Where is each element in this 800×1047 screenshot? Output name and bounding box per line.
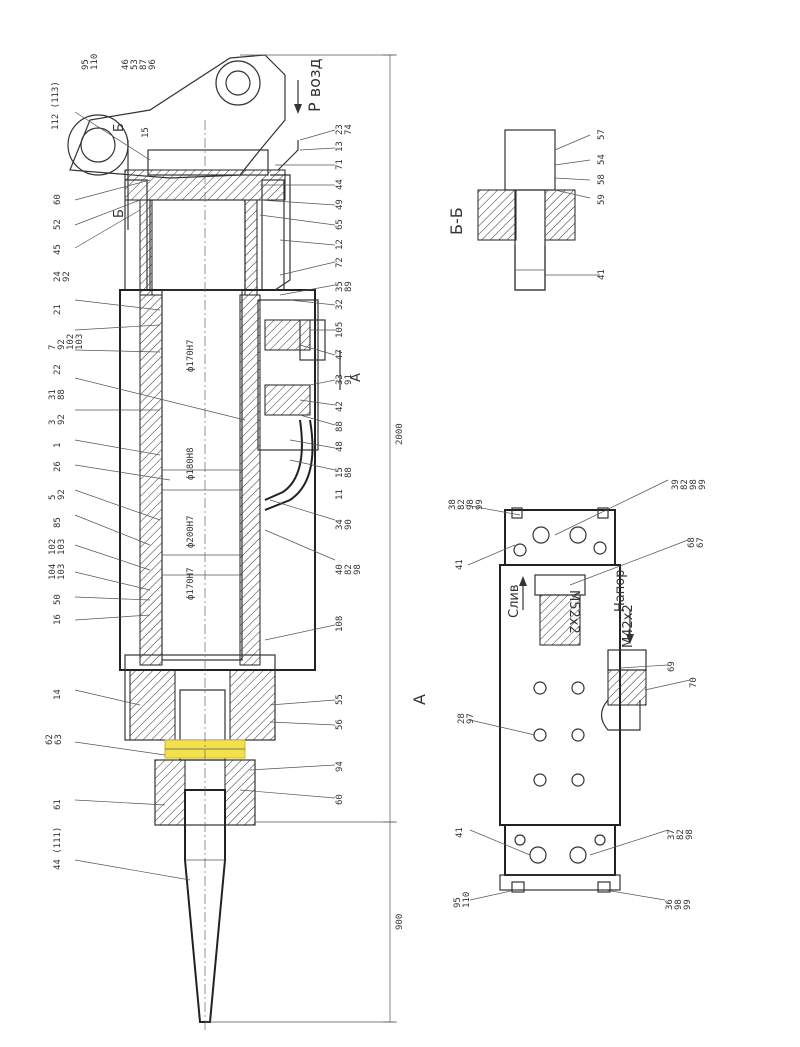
right-leaders — [239, 129, 336, 799]
callout-view-3: 6867 — [687, 537, 706, 548]
callout-right-21: 55 — [335, 694, 345, 705]
callout-right-1: 13 — [335, 141, 345, 152]
section-b-b — [477, 129, 600, 291]
callout-left-22: 6263 — [45, 734, 64, 745]
callout-left-18: 104103 — [48, 564, 67, 580]
labels: Б-Б А Б Б А Р возд Слив Напор М52х2 М42х… — [112, 58, 636, 930]
left-callouts: 112 (113) 95110 46538796 15 60 52 45 2492 21 7921… — [45, 54, 158, 870]
callout-left-20: 16 — [53, 614, 63, 625]
callout-left-6: 45 — [53, 244, 63, 255]
callout-right-9: 32 — [335, 299, 345, 310]
callout-view-4: 69 — [667, 661, 677, 672]
diameter-2: ф180Н8 — [186, 447, 196, 480]
callout-right-2: 71 — [335, 159, 345, 170]
air-label: Р возд — [305, 58, 324, 112]
callout-right-0: 2374 — [335, 124, 354, 135]
callout-left-7: 2492 — [53, 271, 72, 282]
pressure-thread: М42х2 — [621, 604, 636, 648]
callout-right-19: 408298 — [335, 564, 363, 575]
callout-left-1: 95110 — [81, 54, 100, 70]
callout-section-1: 54 — [597, 154, 607, 165]
diameter-1: ф170Н7 — [186, 339, 196, 372]
callout-view-7: 41 — [455, 827, 465, 838]
callout-left-13: 1 — [53, 443, 63, 448]
section-callouts: 57 54 58 59 41 — [597, 129, 607, 280]
pressure-label: Напор — [613, 570, 628, 612]
right-callouts: 2374 13 71 44 49 65 12 72 3589 32 105 47 3391 42 88 48 1… — [335, 124, 363, 805]
callout-section-0: 57 — [597, 129, 607, 140]
callout-left-4: 60 — [53, 194, 63, 205]
callout-right-12: 3391 — [335, 374, 354, 385]
dim-tool: 900 — [395, 914, 405, 930]
left-leaders — [74, 111, 246, 881]
callout-right-7: 72 — [335, 257, 345, 268]
callout-right-6: 12 — [335, 239, 345, 250]
callout-right-10: 105 — [335, 322, 345, 338]
callout-section-3: 59 — [597, 194, 607, 205]
view-a-marker: А — [349, 373, 364, 382]
callout-left-5: 52 — [53, 219, 63, 230]
diameter-4: ф170Н7 — [186, 567, 196, 600]
callout-right-22: 56 — [335, 719, 345, 730]
callout-left-17: 102103 — [48, 539, 67, 555]
callout-right-4: 49 — [335, 199, 345, 210]
callout-left-11: 3188 — [48, 389, 67, 400]
callout-left-10: 22 — [53, 364, 63, 375]
callout-right-11: 47 — [335, 349, 345, 360]
callout-right-23: 94 — [335, 761, 345, 772]
cut-label-bottom: Б — [112, 209, 127, 218]
callout-right-14: 88 — [335, 421, 345, 432]
callout-section-2: 58 — [597, 174, 607, 185]
callout-view-0: 38829899 — [448, 499, 485, 510]
callout-view-8: 378298 — [667, 829, 695, 840]
callout-view-10: 369899 — [665, 899, 693, 910]
view-label: А — [410, 694, 429, 705]
dim-overall: 2000 — [395, 423, 405, 445]
callout-left-19: 50 — [53, 594, 63, 605]
callout-left-0: 112 (113) — [51, 81, 61, 130]
callout-right-18: 3490 — [335, 519, 354, 530]
callout-right-8: 3589 — [335, 281, 354, 292]
callout-right-24: 60 — [335, 794, 345, 805]
drain-thread: М52х2 — [566, 590, 581, 634]
callout-view-5: 70 — [689, 677, 699, 688]
callout-left-9: 792102103 — [48, 334, 85, 350]
callout-left-8: 21 — [53, 304, 63, 315]
callout-view-9: 95110 — [453, 892, 472, 908]
callout-left-15: 592 — [48, 489, 67, 500]
callout-section-4: 41 — [597, 269, 607, 280]
callout-right-15: 48 — [335, 441, 345, 452]
callout-right-5: 65 — [335, 219, 345, 230]
callout-left-3: 15 — [141, 127, 151, 138]
callout-view-1: 39829899 — [671, 479, 708, 490]
cut-label-top: Б — [112, 123, 127, 132]
callout-left-21: 14 — [53, 689, 63, 700]
callout-left-14: 26 — [53, 461, 63, 472]
view-callouts: 38829899 39829899 41 6867 69 70 2897 41 378298 95… — [448, 479, 708, 910]
callout-left-24: 44 (111) — [53, 827, 63, 870]
callout-right-20: 108 — [335, 616, 345, 632]
drain-label: Слив — [507, 585, 522, 619]
callout-left-16: 85 — [53, 517, 63, 528]
callout-left-23: 61 — [53, 799, 63, 810]
view-a — [464, 479, 691, 901]
section-title: Б-Б — [447, 207, 466, 235]
diameter-3: ф200Н7 — [186, 515, 196, 548]
callout-right-17: 11 — [335, 489, 345, 500]
main-assembly — [67, 54, 397, 1030]
callout-left-2: 46538796 — [121, 59, 158, 70]
callout-left-12: 392 — [48, 414, 67, 425]
callout-right-16: 1588 — [335, 467, 354, 478]
callout-view-2: 41 — [455, 559, 465, 570]
callout-right-3: 44 — [335, 179, 345, 190]
callout-view-6: 2897 — [457, 713, 476, 724]
callout-right-13: 42 — [335, 401, 345, 412]
